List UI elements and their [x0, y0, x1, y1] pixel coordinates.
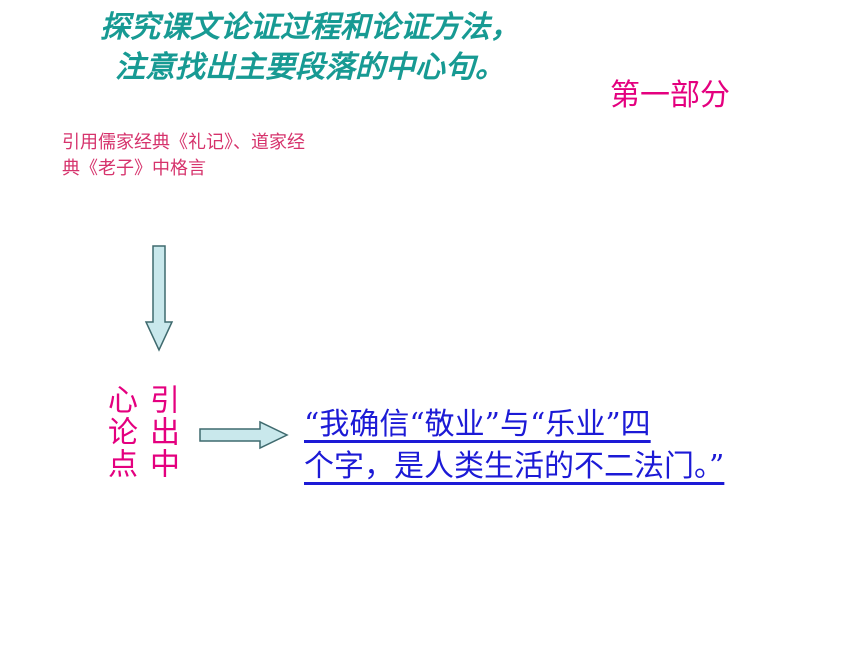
title-line-2: 注意找出主要段落的中心句。: [115, 50, 505, 85]
quote-source-note: 引用儒家经典《礼记》、道家经 典《老子》中格言: [62, 130, 382, 182]
down-arrow-icon: [144, 245, 174, 352]
quote-source-line-1: 引用儒家经典《礼记》、道家经: [62, 132, 305, 153]
title-line-1: 探究课文论证过程和论证方法，: [100, 10, 520, 45]
vertical-label-col-1: 引出中: [144, 384, 179, 480]
quote-source-line-2: 典《老子》中格言: [62, 158, 206, 179]
right-arrow-icon: [199, 420, 289, 450]
vertical-label-col-2: 心论点: [102, 384, 137, 480]
central-thesis-link[interactable]: “我确信“敬业”与“乐业”四 个字，是人类生活的不二法门。”: [304, 404, 804, 488]
slide-title: 探究课文论证过程和论证方法， 注意找出主要段落的中心句。: [60, 8, 560, 88]
section-label: 第一部分: [610, 78, 730, 113]
central-thesis-line-2: 个字，是人类生活的不二法门。”: [304, 449, 725, 484]
central-thesis-line-1: “我确信“敬业”与“乐业”四: [304, 407, 651, 442]
